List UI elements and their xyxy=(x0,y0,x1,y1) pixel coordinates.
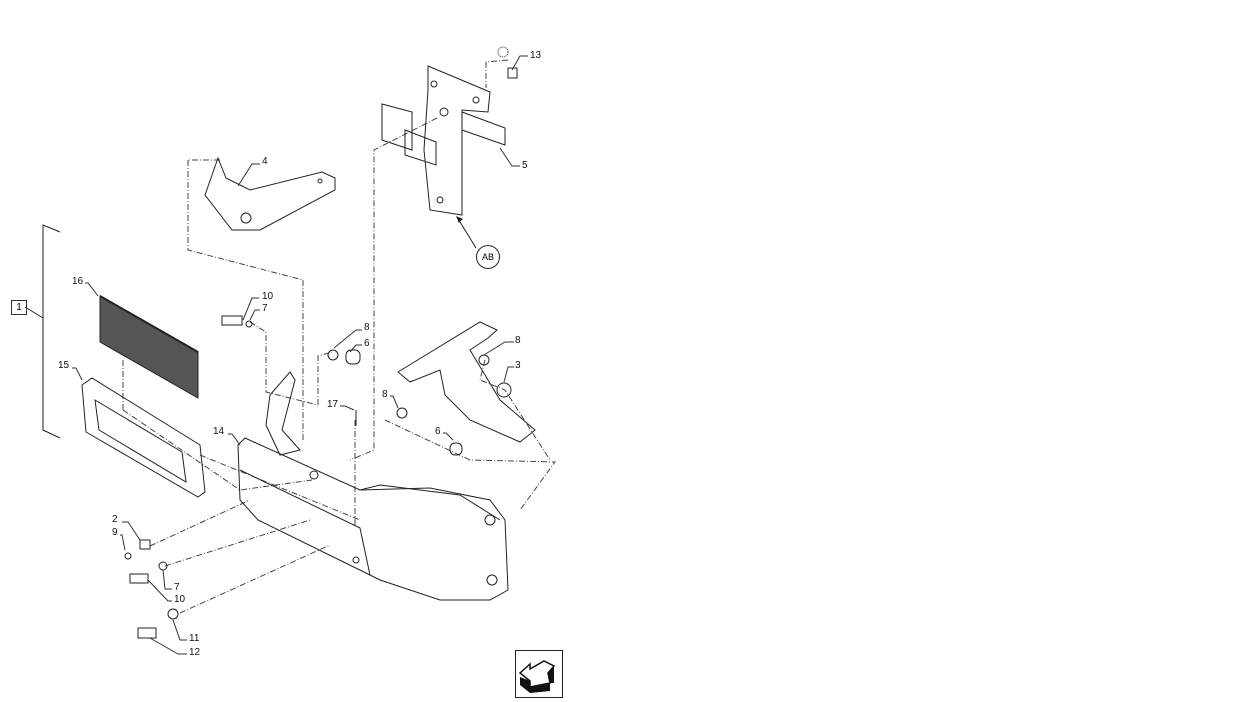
callout-8: 8 xyxy=(364,322,370,333)
assembly-label: 1 xyxy=(11,300,27,315)
callout-13: 13 xyxy=(530,50,542,61)
leader-lines xyxy=(72,55,528,655)
callout-6: 6 xyxy=(435,426,441,437)
callout-16: 16 xyxy=(72,276,84,287)
part-4-bracket xyxy=(204,156,336,231)
assembly-bracket xyxy=(24,224,61,439)
arrow-previous-icon xyxy=(518,660,556,693)
part-16-mesh xyxy=(99,295,199,399)
reference-label-ab: AB xyxy=(476,245,500,269)
callout-11: 11 xyxy=(189,633,200,644)
previous-view-button[interactable] xyxy=(515,650,563,698)
callout-12: 12 xyxy=(189,647,201,658)
part-5-bracket xyxy=(381,46,518,249)
callout-10: 10 xyxy=(262,291,274,302)
callout-3: 3 xyxy=(515,360,521,371)
callout-7: 7 xyxy=(262,303,268,314)
callout-4: 4 xyxy=(262,156,268,167)
callout-15: 15 xyxy=(58,360,70,371)
part-15-frame xyxy=(81,377,206,498)
callout-7: 7 xyxy=(174,582,180,593)
callout-10: 10 xyxy=(174,594,186,605)
callout-9: 9 xyxy=(112,527,118,538)
callout-14: 14 xyxy=(213,426,225,437)
callout-8: 8 xyxy=(515,335,521,346)
part-14-guard xyxy=(237,371,509,601)
part-3-bracket xyxy=(397,321,536,443)
callout-8: 8 xyxy=(382,389,388,400)
callout-6: 6 xyxy=(364,338,370,349)
callout-5: 5 xyxy=(522,160,528,171)
callout-17: 17 xyxy=(327,399,339,410)
callout-2: 2 xyxy=(112,514,118,525)
